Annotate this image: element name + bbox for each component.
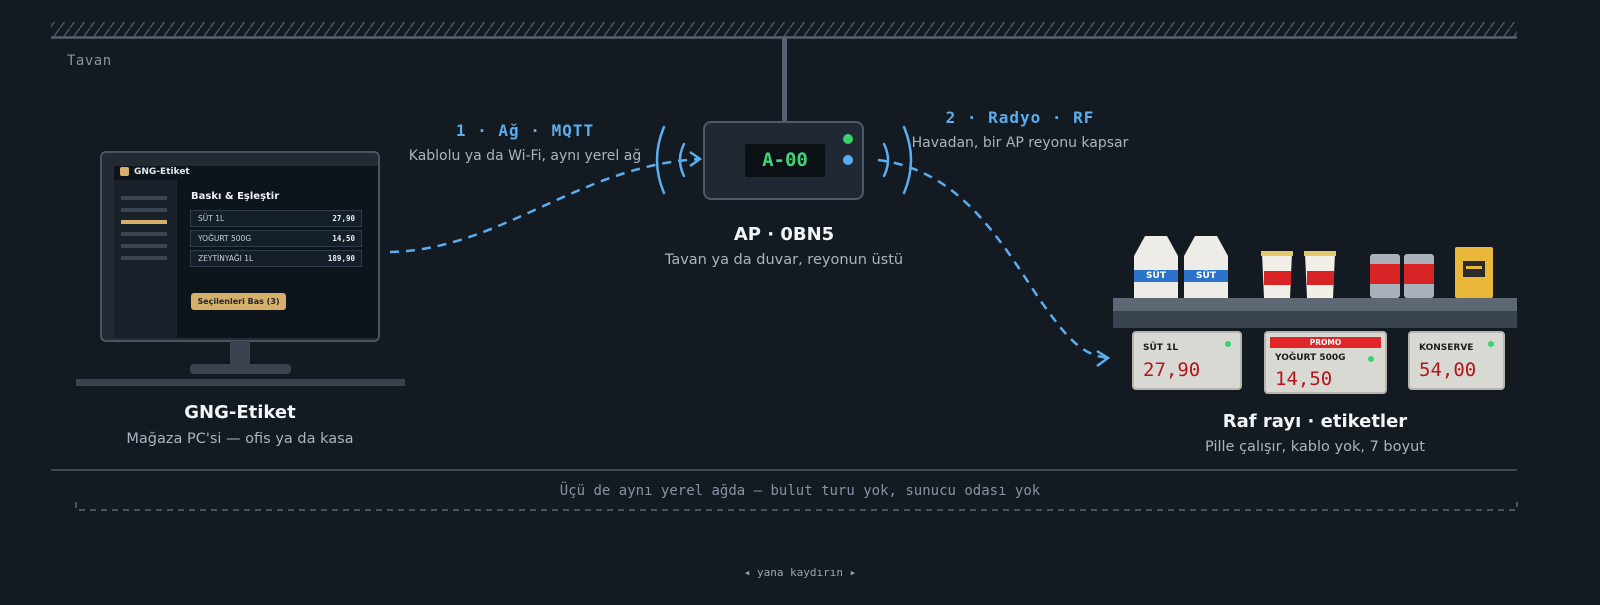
pc-subtitle: Mağaza PC'si — ofis ya da kasa [126, 431, 354, 447]
sidebar-item[interactable] [121, 196, 167, 200]
shelf-tag: SÜT 1L 27,90 [1132, 331, 1242, 390]
status-led-green [843, 134, 853, 144]
tag-price: 14,50 [1275, 368, 1333, 390]
product-label: SÜT [1146, 271, 1166, 281]
shelf-tag: PROMO YOĞURT 500G 14,50 [1264, 331, 1387, 394]
ap-title: AP · 0BN5 [733, 224, 835, 245]
yogurt-cup-icon [1261, 251, 1293, 298]
ap-mount-pole [782, 38, 787, 122]
tag-name: YOĞURT 500G [1275, 353, 1346, 363]
table-row[interactable]: YOĞURT 500G 14,50 [190, 230, 362, 247]
sidebar-item-active[interactable] [121, 220, 167, 224]
can-icon [1370, 254, 1400, 298]
row-name: YOĞURT 500G [198, 234, 252, 243]
table-row[interactable]: ZEYTİNYAĞI 1L 189,90 [190, 250, 362, 267]
app-sidebar [114, 180, 177, 338]
sidebar-item[interactable] [121, 256, 167, 260]
row-value: 14,50 [332, 234, 355, 243]
product-label: SÜT [1196, 271, 1216, 281]
tag-status-led [1225, 341, 1231, 347]
can-icon [1404, 254, 1434, 298]
tag-status-led [1488, 341, 1494, 347]
rf-link [877, 158, 1109, 360]
shelf-title: Raf rayı · etiketler [1222, 411, 1408, 432]
ceiling-hatch [51, 22, 1517, 37]
ap-subtitle: Tavan ya da duvar, reyonun üstü [664, 252, 904, 268]
step-1-subtitle: Kablolu ya da Wi-Fi, aynı yerel ağ [408, 148, 642, 164]
tag-name: KONSERVE [1419, 343, 1474, 353]
shelf-board [1113, 298, 1517, 311]
milk-carton-icon [1184, 236, 1228, 298]
tag-name: SÜT 1L [1143, 343, 1179, 353]
shelf-rail [1113, 311, 1517, 328]
network-bracket [75, 502, 1518, 511]
tag-price: 54,00 [1419, 359, 1477, 381]
milk-carton-icon [1134, 236, 1178, 298]
shelf-subtitle: Pille çalışır, kablo yok, 7 boyut [1205, 439, 1425, 455]
app-screen: GNG-Etiket Baskı & Eşleştir SÜT 1L 27,90… [114, 166, 378, 338]
sidebar-item[interactable] [121, 232, 167, 236]
row-value: 189,90 [327, 254, 355, 263]
row-name: SÜT 1L [198, 214, 225, 223]
shelf-tag: KONSERVE 54,00 [1408, 331, 1505, 390]
access-point: A-00 [703, 121, 864, 200]
sidebar-item[interactable] [121, 208, 167, 212]
yogurt-cup-icon [1304, 251, 1336, 298]
ap-display: A-00 [745, 144, 825, 177]
rf-arrowhead [1096, 349, 1111, 368]
promo-badge: PROMO [1270, 337, 1381, 348]
print-selected-button[interactable]: Seçilenleri Bas (3) [191, 293, 286, 310]
row-value: 27,90 [332, 214, 355, 223]
step-2-title: 2 · Radyo · RF [945, 108, 1095, 127]
tag-status-led [1368, 356, 1374, 362]
ceiling-label: Tavan [67, 53, 112, 69]
row-name: ZEYTİNYAĞI 1L [198, 254, 254, 263]
panel-title: Baskı & Eşleştir [191, 191, 280, 202]
tag-price: 27,90 [1143, 359, 1201, 381]
scroll-hint[interactable]: ◂ yana kaydırın ▸ [743, 566, 857, 579]
footnote: Üçü de aynı yerel ağda — bulut turu yok,… [559, 483, 1041, 499]
table-row[interactable]: SÜT 1L 27,90 [190, 210, 362, 227]
pc-title: GNG-Etiket [184, 402, 296, 423]
mqtt-arrowhead [689, 150, 703, 168]
mqtt-link [389, 157, 701, 254]
step-1-title: 1 · Ağ · MQTT [455, 121, 595, 140]
sidebar-item[interactable] [121, 244, 167, 248]
status-led-blue [843, 155, 853, 165]
app-window-title: GNG-Etiket [134, 167, 190, 177]
box-product-icon [1455, 247, 1493, 298]
step-2-subtitle: Havadan, bir AP reyonu kapsar [911, 135, 1129, 151]
app-logo-icon [120, 167, 129, 176]
